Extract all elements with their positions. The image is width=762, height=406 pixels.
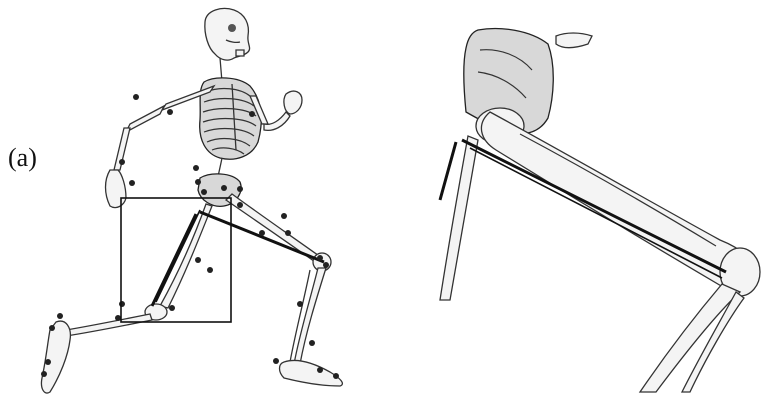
motion-capture-markers xyxy=(41,94,339,379)
skull xyxy=(205,9,250,61)
front-hand xyxy=(284,91,302,114)
back-foot xyxy=(41,321,70,393)
zoom-back-femur xyxy=(440,136,478,300)
zoomed-thigh-view xyxy=(440,29,760,392)
front-foot xyxy=(280,360,343,386)
front-shin xyxy=(294,268,326,364)
zoom-muscle-line xyxy=(462,140,726,272)
full-skeleton xyxy=(41,9,342,394)
back-femur xyxy=(160,204,212,308)
zoom-muscle-line-back xyxy=(440,142,456,200)
back-hand xyxy=(106,170,127,208)
zoom-femur xyxy=(481,112,758,292)
back-shin xyxy=(66,314,152,336)
